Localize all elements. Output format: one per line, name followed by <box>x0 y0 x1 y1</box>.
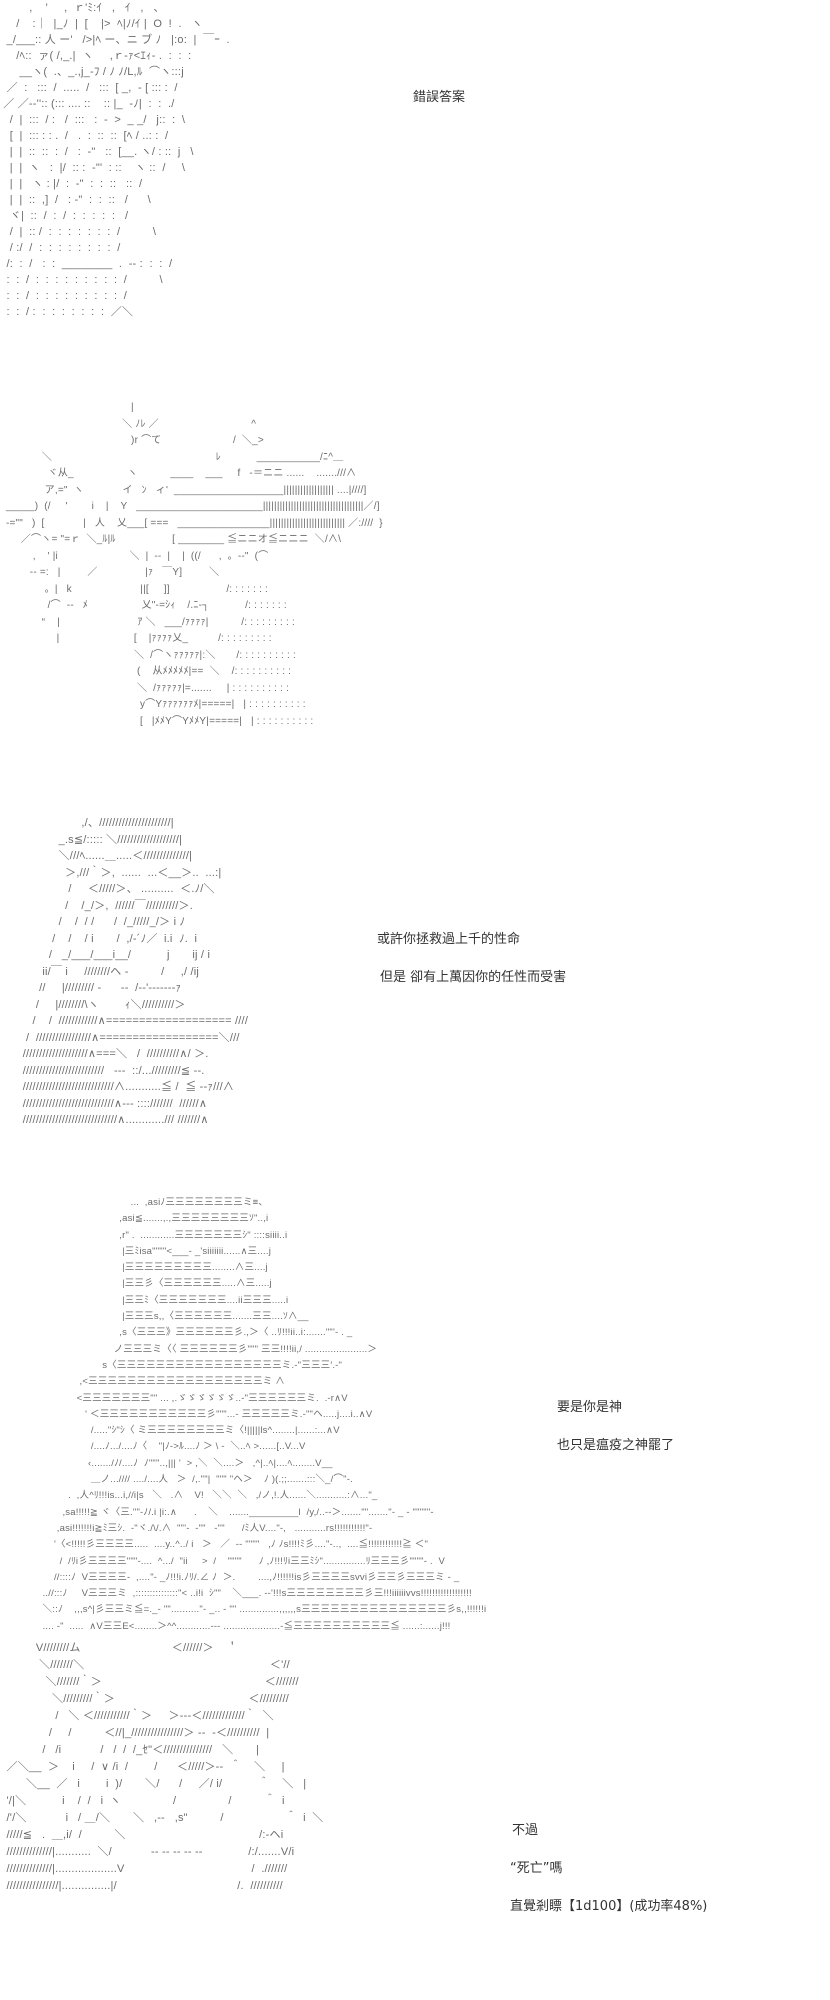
ascii-art-panel-2: | ＼ ﾉﾚ ／ ^ )r ⌒て / ＼_> ＼ <box>5 402 383 727</box>
caption-line-1: 要是你是神 <box>557 1400 623 1415</box>
caption-line-2: 但是 卻有上萬因你的任性而受害 <box>380 970 567 985</box>
caption-line-1: 不過 <box>512 1823 539 1838</box>
ascii-art-panel-5: V////////ム ＜//////＞ ＇ ＼///////＼ ＜'// ＼//… <box>6 1642 324 1892</box>
ascii-art-panel-3: ,/、//////////////////////| _.s≦/::::: ＼/… <box>22 817 249 1126</box>
ascii-art-panel-1: , ' , ｒ'ﾐ:ｲ , ｲ , 、 / :｜ |_ﾉ | [ |> ﾍ|ﾉ/… <box>3 2 230 318</box>
dice-roll-caption: 直覺剎瞟【1d100】(成功率48%) <box>510 1899 708 1914</box>
caption-line-1: 或許你拯救過上千的性命 <box>377 932 521 947</box>
caption-line-2: “死亡”嗎 <box>510 1861 563 1876</box>
caption-line-2: 也只是瘟疫之神罷了 <box>557 1438 675 1453</box>
caption-wrong-answer: 錯誤答案 <box>413 90 466 105</box>
ascii-art-panel-4: ... ,asiﾉ三三三三三三三三ミ≡、 ,asi≦.......,.,三三三三… <box>42 1197 487 1632</box>
